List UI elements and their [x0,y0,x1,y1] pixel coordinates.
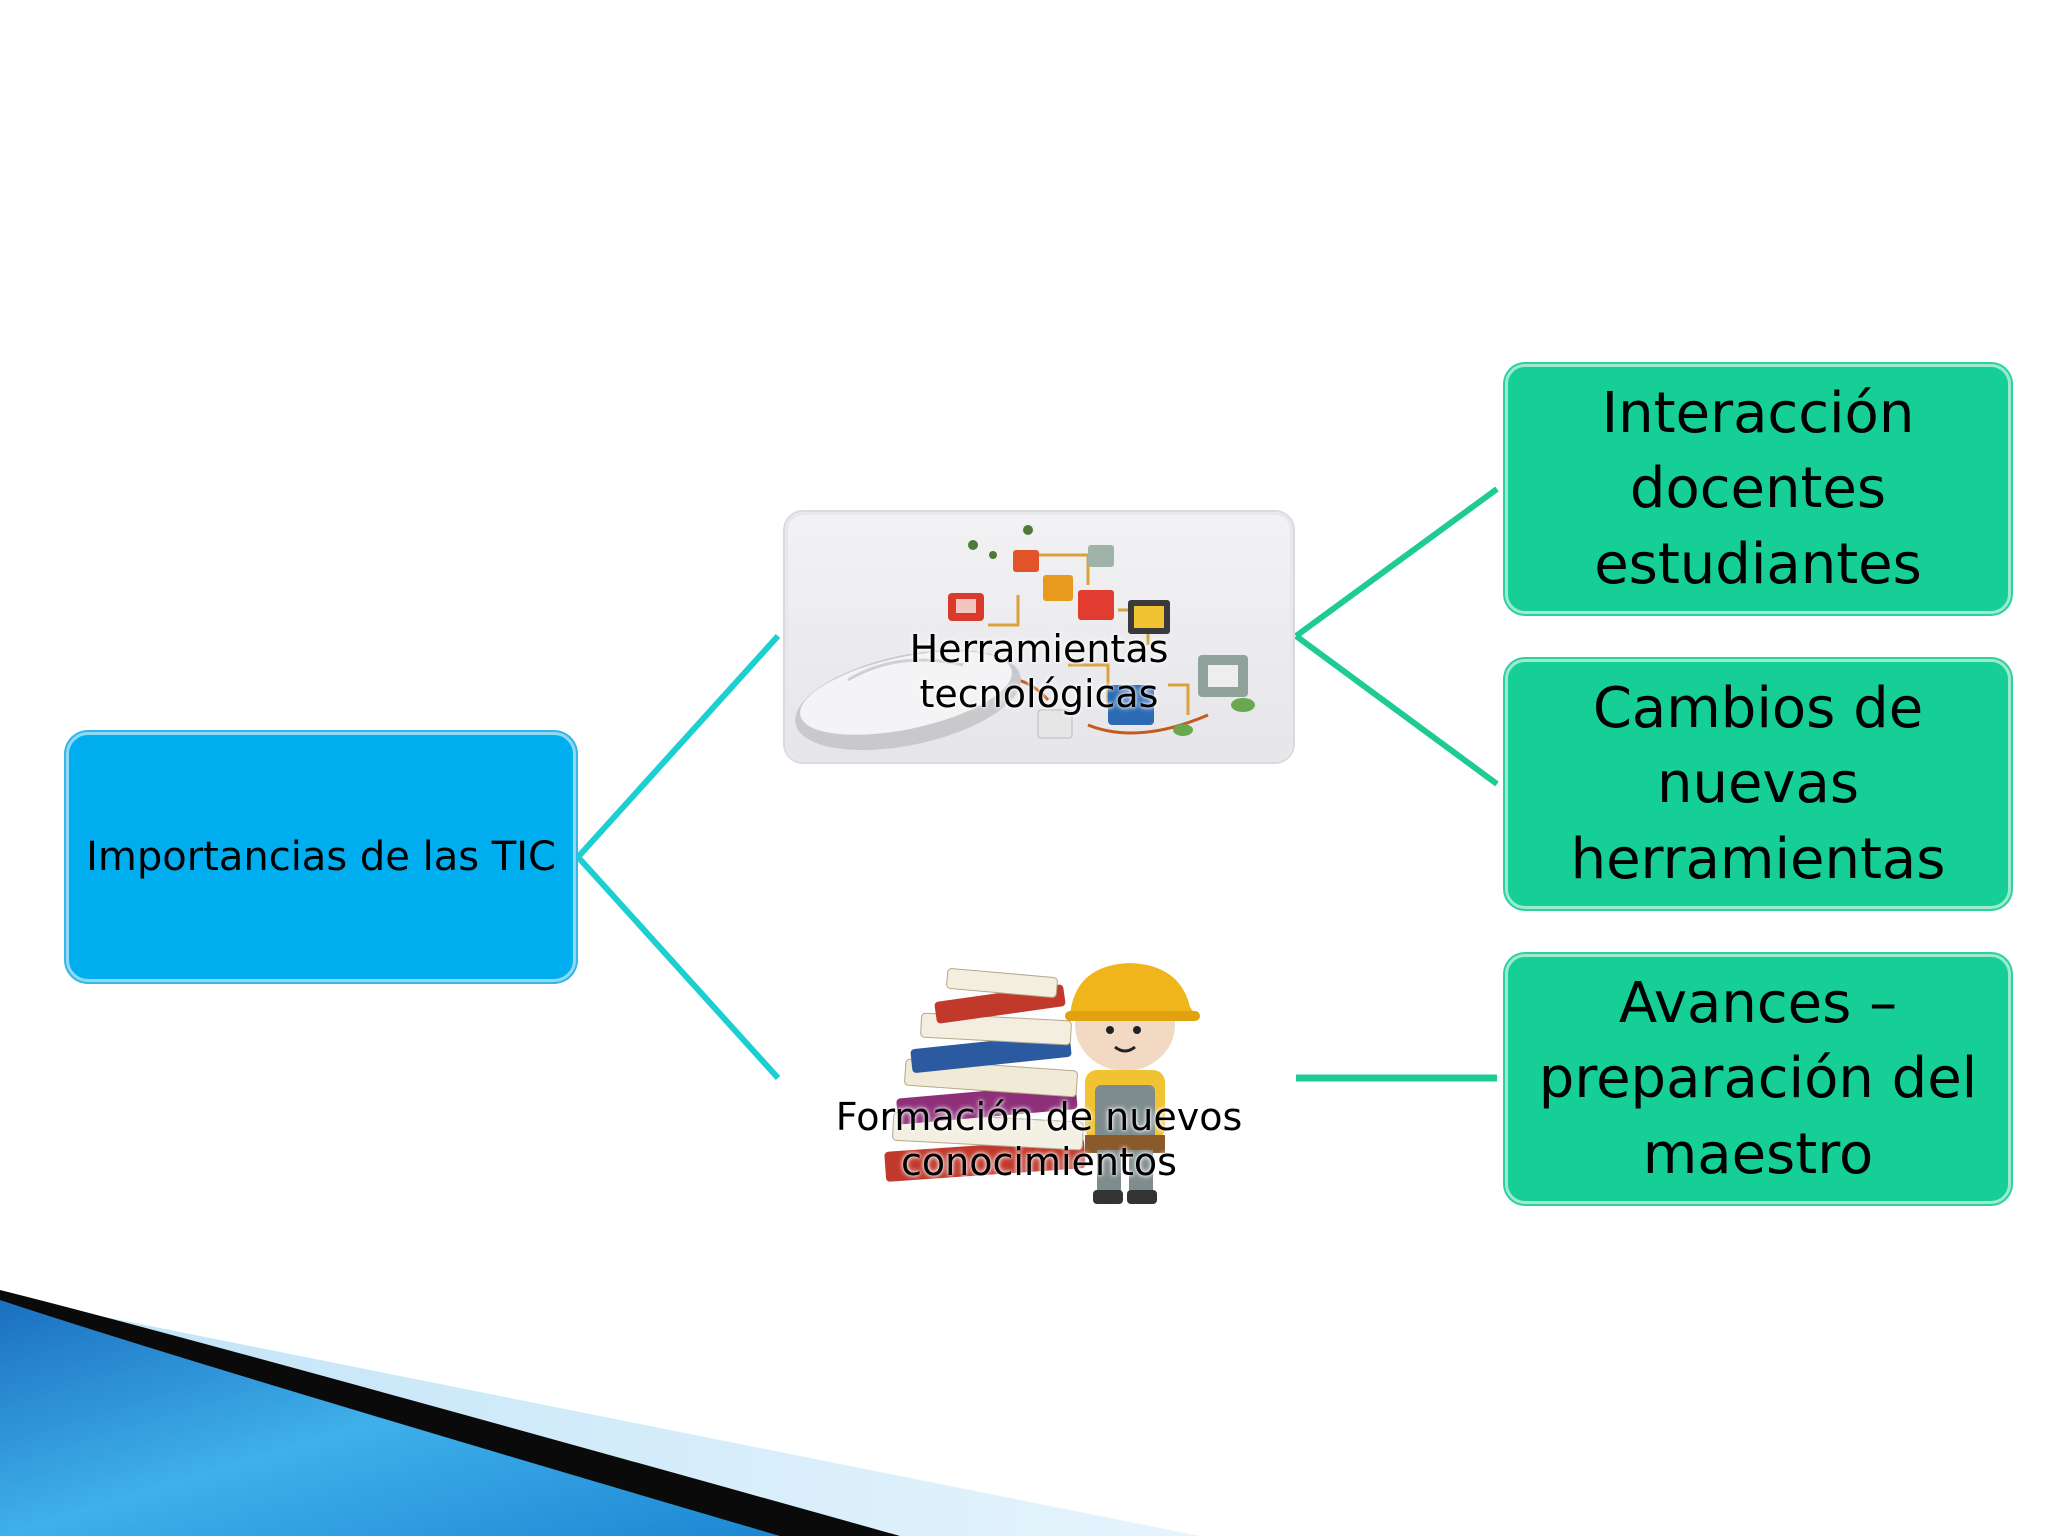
formacion-label-line1: Formación de nuevos [835,1095,1243,1139]
formacion-label-line2: conocimientos [901,1139,1177,1184]
herramientas-label-line1: Herramientas [909,627,1169,671]
connector-herramientas-interaccion [1294,486,1499,639]
leaf-cambios-line1: Cambios de [1592,675,1924,741]
leaf-interaccion-line2: docentes [1629,456,1887,522]
technology-icons-illustration [795,525,1255,751]
leaf-avances-line1: Avances – [1618,970,1898,1036]
leaf-interaccion: Interacción docentes estudiantes [1505,364,2011,614]
formacion-label: Formación de nuevos conocimientos [785,1095,1293,1185]
leaf-cambios: Cambios de nuevas herramientas [1505,659,2011,909]
herramientas-image-node: Herramientas tecnológicas [785,512,1293,762]
leaf-cambios-line2: nuevas [1656,751,1860,817]
herramientas-label: Herramientas tecnológicas [788,627,1290,717]
herramientas-label-line2: tecnológicas [919,671,1159,716]
formacion-image-node: Formación de nuevos conocimientos [785,945,1293,1210]
root-label: Importancias de las TIC [86,834,556,880]
leaf-avances-line2: preparación del [1538,1046,1978,1112]
root-node: Importancias de las TIC [66,732,576,982]
connector-root-herramientas [575,633,781,860]
books-worker-illustration [884,963,1200,1204]
leaf-cambios-line3: herramientas [1570,826,1946,892]
leaf-avances-line3: maestro [1642,1121,1874,1187]
leaf-interaccion-line3: estudiantes [1594,531,1922,597]
leaf-interaccion-line1: Interacción [1601,380,1915,446]
leaf-avances: Avances – preparación del maestro [1505,954,2011,1204]
connector-root-formacion [575,854,781,1081]
connector-herramientas-cambios [1294,633,1499,787]
